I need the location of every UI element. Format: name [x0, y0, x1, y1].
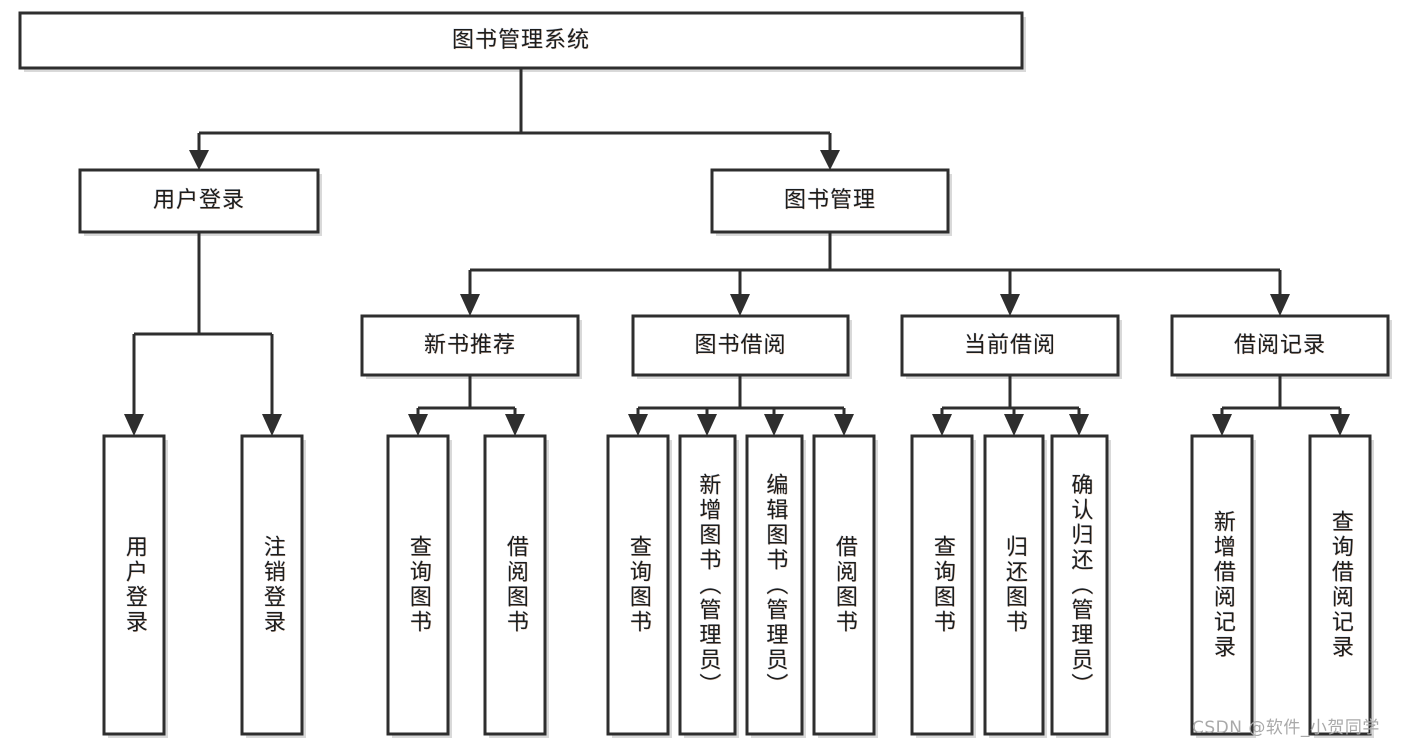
leaf-box-9[interactable] — [983, 434, 1045, 736]
leaf-box-7[interactable] — [812, 434, 876, 736]
leaf-box-3[interactable] — [483, 434, 547, 736]
connectors-new-book — [408, 375, 525, 436]
node-box-current-borrow[interactable] — [900, 314, 1120, 377]
leaf-box-5[interactable] — [678, 434, 737, 736]
leaf-box-4[interactable] — [606, 434, 670, 736]
node-box-new-book[interactable] — [360, 314, 580, 377]
leaf-box-0[interactable] — [102, 434, 166, 736]
csdn-watermark: CSDN @软件_小贺同学 — [1192, 718, 1380, 738]
node-box-user-login[interactable] — [78, 168, 320, 234]
connectors-user-login — [124, 232, 282, 436]
connectors-book-mgmt — [460, 232, 1290, 316]
leaf-box-11[interactable] — [1190, 434, 1254, 736]
node-box-root[interactable] — [18, 11, 1024, 70]
leaf-box-8[interactable] — [910, 434, 974, 736]
leaf-box-6[interactable] — [745, 434, 804, 736]
leaf-box-2[interactable] — [386, 434, 450, 736]
leaf-box-10[interactable] — [1050, 434, 1109, 736]
leaf-box-1[interactable] — [240, 434, 304, 736]
node-box-book-borrow[interactable] — [631, 314, 850, 377]
connectors-current-borrow — [932, 375, 1089, 436]
node-box-book-mgmt[interactable] — [710, 168, 950, 234]
connectors-root — [189, 68, 840, 170]
leaf-box-12[interactable] — [1308, 434, 1372, 736]
connectors-borrow-record — [1212, 375, 1350, 436]
connectors-book-borrow — [628, 375, 854, 436]
node-box-borrow-record[interactable] — [1170, 314, 1390, 377]
